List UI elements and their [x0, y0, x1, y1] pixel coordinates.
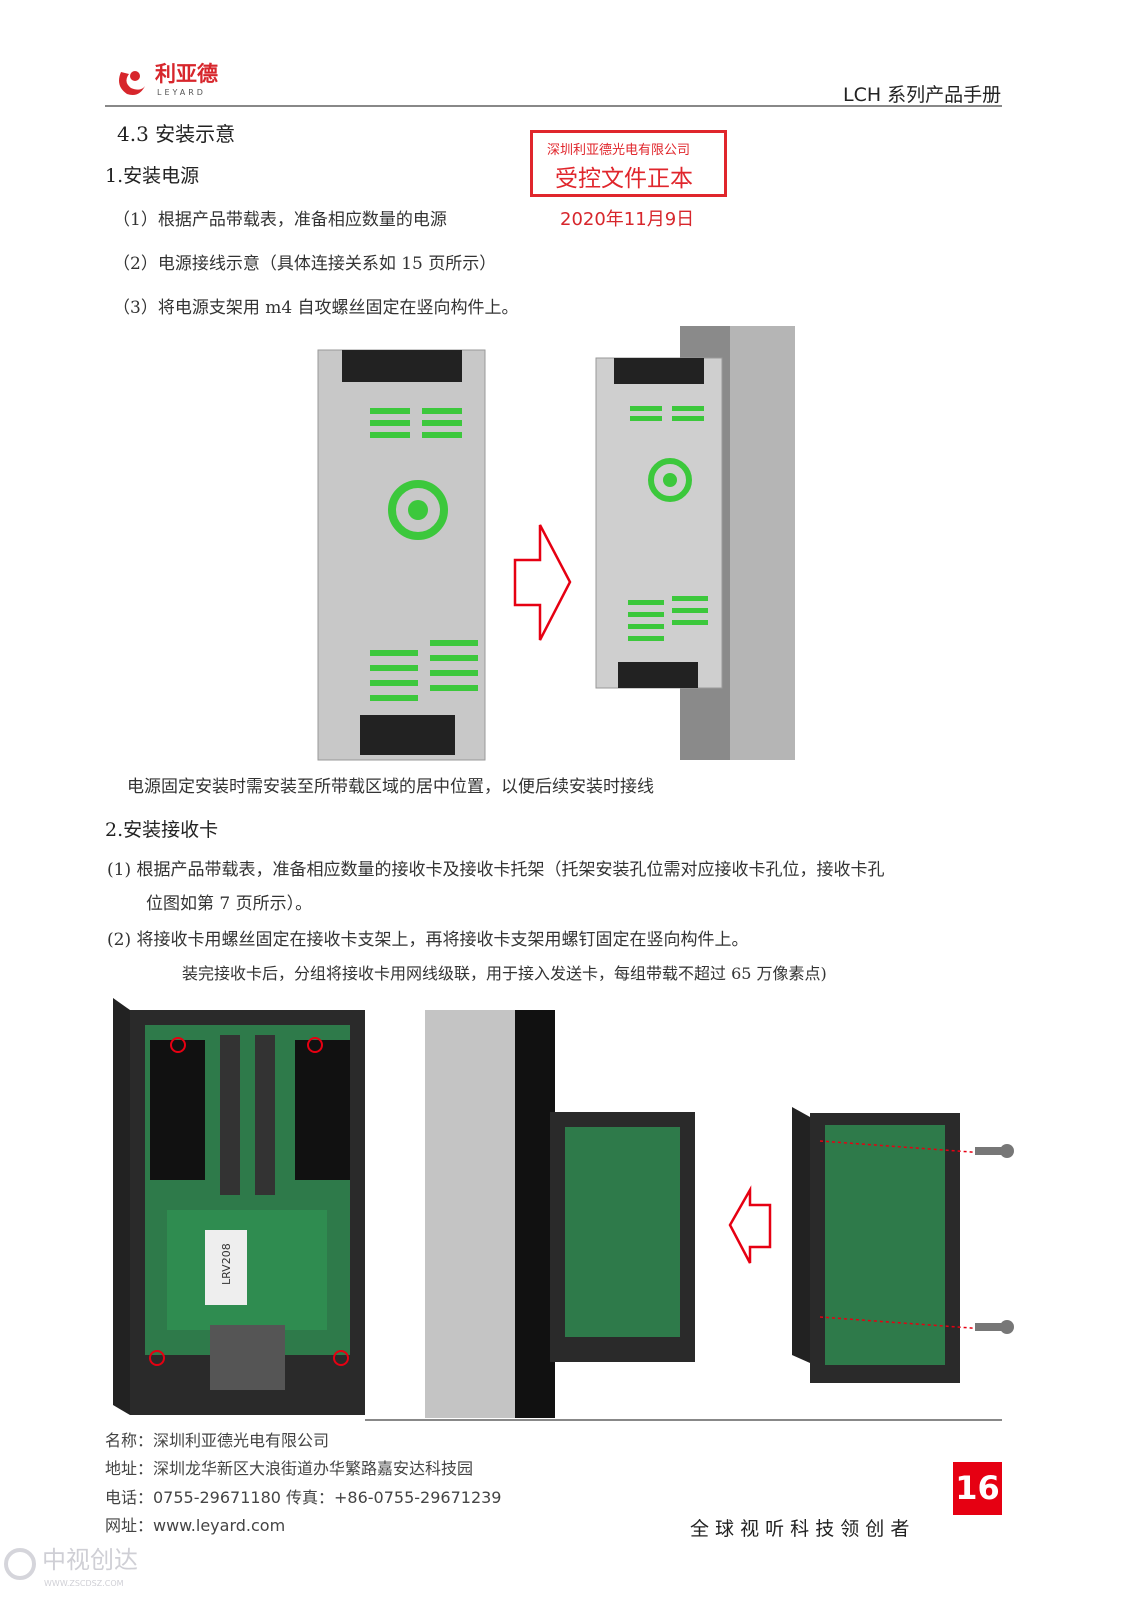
stamp-company: 深圳利亚德光电有限公司 — [547, 143, 691, 158]
mounted-bracket — [550, 1112, 695, 1362]
power-supply-left — [317, 349, 486, 761]
part2-heading: 2.安装接收卡 — [105, 819, 219, 841]
power-supply-install-illustration — [317, 326, 795, 761]
watermark-logo-icon — [4, 1548, 36, 1580]
stamp-date: 2020年11月9日 — [560, 209, 695, 230]
header-divider — [105, 105, 1002, 107]
footer-phone: 电话：0755-29671180 传真：+86-0755-29671239 — [105, 1488, 502, 1507]
manual-title: LCH 系列产品手册 — [843, 84, 1002, 106]
controlled-doc-stamp: 深圳利亚德光电有限公司 受控文件正本 — [530, 130, 727, 197]
step-text: （1）根据产品带载表，准备相应数量的电源 — [113, 210, 447, 230]
watermark: 中视创达 WWW.ZSCDSZ.COM — [2, 1546, 162, 1596]
right-arrow-icon — [513, 524, 572, 641]
step-text: 位图如第 7 页所示）。 — [146, 894, 313, 914]
power-supply-mounted — [595, 357, 723, 689]
logo-mark-icon — [119, 71, 145, 95]
receiver-card-bracket-screws — [792, 1107, 1014, 1383]
watermark-text: 中视创达 — [42, 1546, 138, 1574]
section-title: 4.3 安装示意 — [117, 122, 236, 146]
part1-heading: 1.安装电源 — [105, 165, 200, 187]
footer-divider — [365, 1419, 1002, 1421]
footer-website[interactable]: 网址：www.leyard.com — [105, 1516, 286, 1535]
logo-text: 利亚德 — [155, 62, 218, 86]
footer-slogan: 全 球 视 听 科 技 领 创 者 — [690, 1518, 910, 1540]
step-text: (2) 将接收卡用螺丝固定在接收卡支架上，再将接收卡支架用螺钉固定在竖向构件上。 — [107, 930, 749, 950]
watermark-url: WWW.ZSCDSZ.COM — [44, 1579, 124, 1588]
step-text: (1) 根据产品带载表，准备相应数量的接收卡及接收卡托架（托架安装孔位需对应接收… — [107, 860, 885, 880]
psu-caption: 电源固定安装时需安装至所带载区域的居中位置，以便后续安装时接线 — [127, 777, 654, 797]
page-number: 16 — [953, 1462, 1002, 1515]
footer-name: 名称：深圳利亚德光电有限公司 — [105, 1431, 330, 1450]
logo-en: LEYARD — [157, 88, 206, 97]
card-model-label: LRV208 — [220, 1243, 233, 1285]
footer-address: 地址：深圳龙华新区大浪街道办华繁路嘉安达科技园 — [105, 1459, 474, 1478]
vertical-pillar — [425, 1010, 515, 1418]
left-arrow-icon — [728, 1185, 772, 1264]
stamp-title: 受控文件正本 — [555, 166, 693, 192]
receiver-card-closeup: LRV208 — [113, 998, 365, 1415]
step-text: （3）将电源支架用 m4 自攻螺丝固定在竖向构件上。 — [113, 298, 519, 318]
note-text: 装完接收卡后，分组将接收卡用网线级联，用于接入发送卡，每组带载不超过 65 万像… — [182, 964, 827, 983]
receiver-card-install-illustration: LRV208 — [113, 998, 1014, 1418]
leyard-logo: 利亚德 LEYARD — [115, 62, 235, 100]
step-text: （2）电源接线示意（具体连接关系如 15 页所示） — [113, 254, 497, 274]
